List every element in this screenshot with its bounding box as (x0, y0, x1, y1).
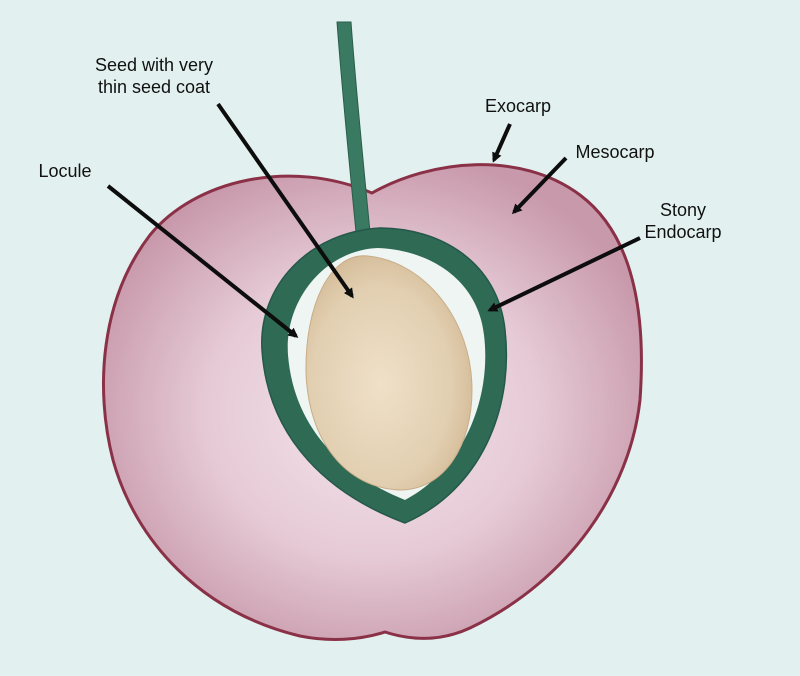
exocarp-label: Exocarp (484, 96, 552, 116)
seed-label-line1: Seed with very (94, 55, 214, 75)
locule-label: Locule (38, 161, 92, 181)
seed (305, 255, 473, 491)
exocarp-arrow (492, 123, 512, 163)
stony-endocarp-label-line1: Stony (659, 200, 707, 220)
stony-endocarp-label: Stony Endocarp (628, 199, 738, 243)
endocarp-arrow (487, 236, 641, 312)
mesocarp-arrow (511, 156, 568, 215)
seed-arrow (216, 102, 354, 299)
seed-label: Seed with very thin seed coat (64, 54, 244, 98)
stony-endocarp-label-line2: Endocarp (644, 222, 722, 242)
seed-label-line2: thin seed coat (97, 77, 211, 97)
locule-arrow (106, 184, 299, 338)
mesocarp-label: Mesocarp (575, 142, 655, 162)
